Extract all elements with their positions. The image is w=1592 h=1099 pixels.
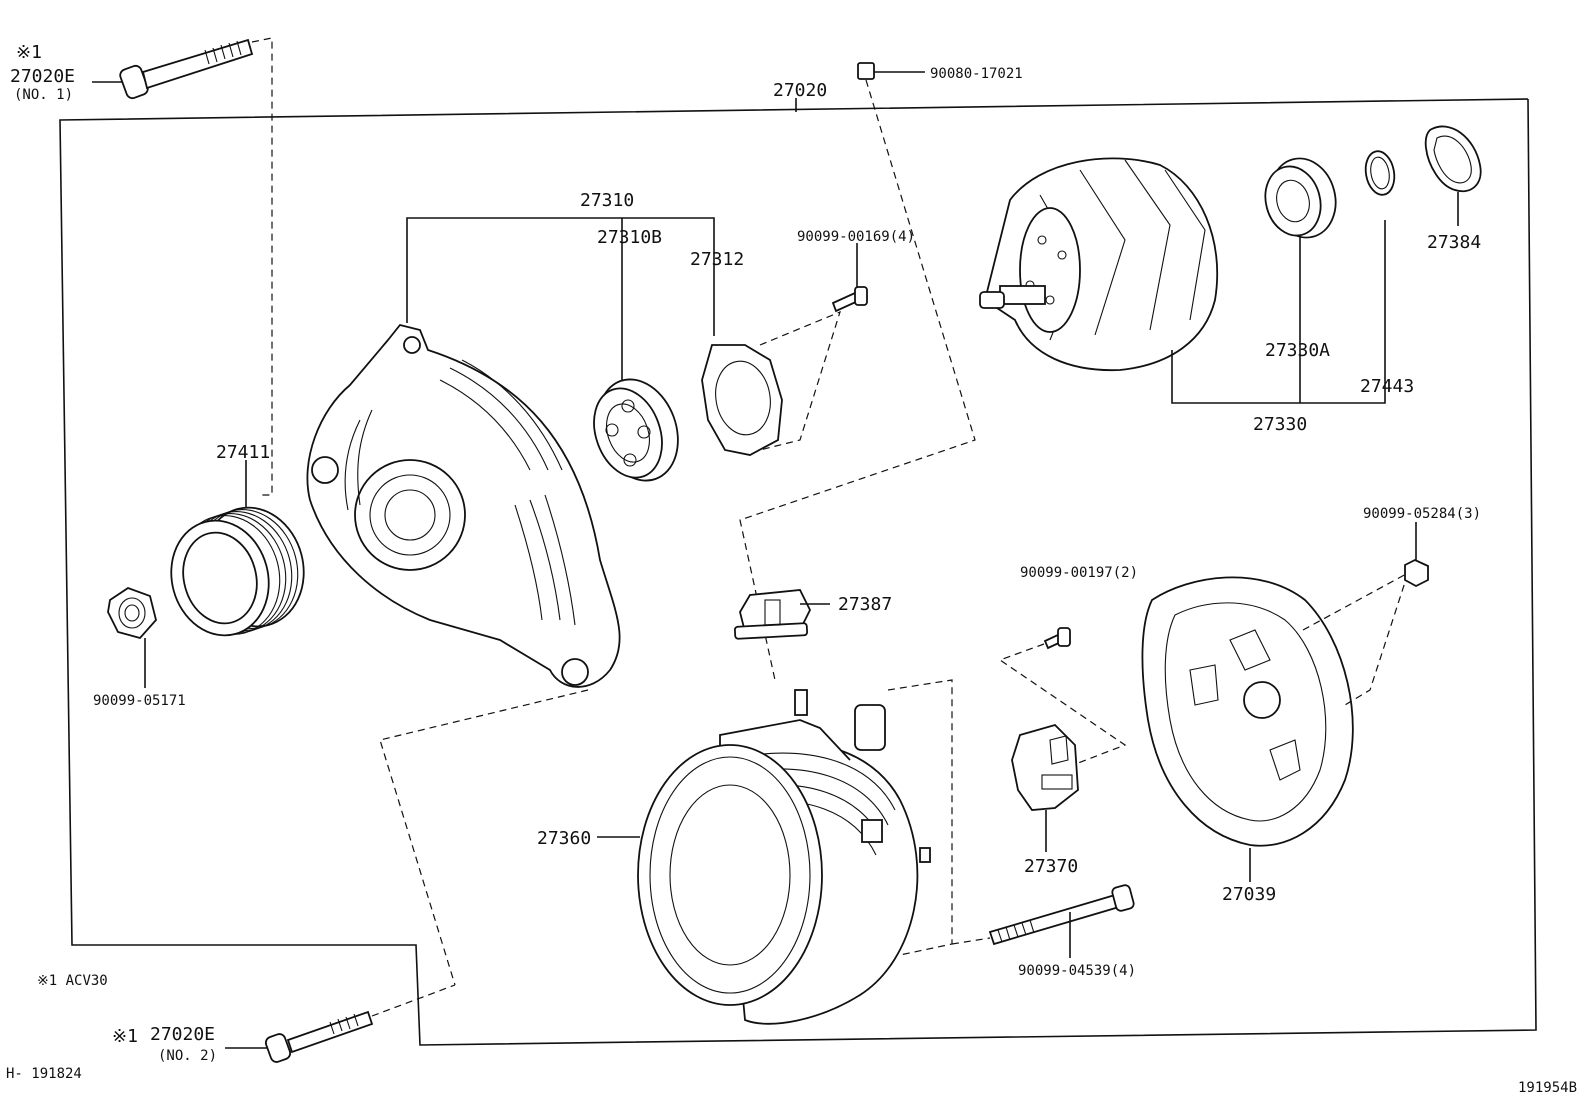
- pulley-nut-icon: [107, 586, 157, 688]
- pulley-icon: [170, 460, 305, 637]
- front-bearing-icon: [593, 378, 679, 482]
- diagram-id-label: H- 191824: [6, 1066, 82, 1082]
- retainer-screw-icon: [831, 243, 868, 313]
- bolt-top-part-label: 27020E: [10, 66, 75, 87]
- ring-label: 27443: [1360, 376, 1414, 397]
- rear-nut-label: 90099-05284(3): [1363, 506, 1481, 522]
- pulley-label: 27411: [216, 442, 270, 463]
- bolt-bottom-no-label: (NO. 2): [158, 1048, 217, 1064]
- retainer-label: 27312: [690, 249, 744, 270]
- front-bearing-label: 27310B: [597, 227, 662, 248]
- brush-holder-label: 27370: [1024, 856, 1078, 877]
- bolt-bottom-star-label: ※1: [112, 1026, 138, 1047]
- brush-holder-screw-icon: [998, 627, 1127, 771]
- assembly-label: 27020: [773, 80, 827, 101]
- bearing-retainer-icon: [701, 310, 841, 456]
- rear-nut-icon: [1404, 522, 1429, 588]
- ring-icon: [1364, 150, 1396, 196]
- cover-ring-label: 27384: [1427, 232, 1481, 253]
- rear-cover-icon: [1141, 571, 1410, 882]
- rear-cover-label: 27039: [1222, 884, 1276, 905]
- rear-bearing-icon: [1264, 157, 1337, 239]
- insulator-label: 27387: [838, 594, 892, 615]
- stud-label: 90080-17021: [930, 66, 1023, 82]
- drive-end-frame-icon: [306, 217, 715, 688]
- insulator-icon: [733, 589, 830, 640]
- image-code-label: 191954B: [1518, 1080, 1577, 1096]
- note-acv30-label: ※1 ACV30: [37, 973, 108, 989]
- retainer-screw-label: 90099-00169(4): [797, 229, 915, 245]
- frame-label: 27310: [580, 190, 634, 211]
- bolt-top-icon: [92, 37, 273, 496]
- through-bolt-icon: [951, 884, 1135, 958]
- stator-icon: [379, 679, 953, 1025]
- bolt-bottom-icon: [225, 984, 456, 1063]
- assembly-outline: [59, 98, 1537, 1046]
- rotor-icon: [979, 157, 1386, 404]
- rotor-label: 27330: [1253, 414, 1307, 435]
- through-bolt-label: 90099-04539(4): [1018, 963, 1136, 979]
- pulley-nut-label: 90099-05171: [93, 693, 186, 709]
- rear-bearing-label: 27330A: [1265, 340, 1330, 361]
- note-star-label: ※1: [16, 42, 42, 63]
- cover-ring-icon: [1424, 125, 1482, 226]
- bolt-top-no-label: (NO. 1): [14, 87, 73, 103]
- stud-icon: [739, 62, 976, 681]
- bolt-bottom-part-label: 27020E: [150, 1024, 215, 1045]
- brush-holder-screw-label: 90099-00197(2): [1020, 565, 1138, 581]
- stator-label: 27360: [537, 828, 591, 849]
- brush-holder-icon: [1011, 723, 1079, 852]
